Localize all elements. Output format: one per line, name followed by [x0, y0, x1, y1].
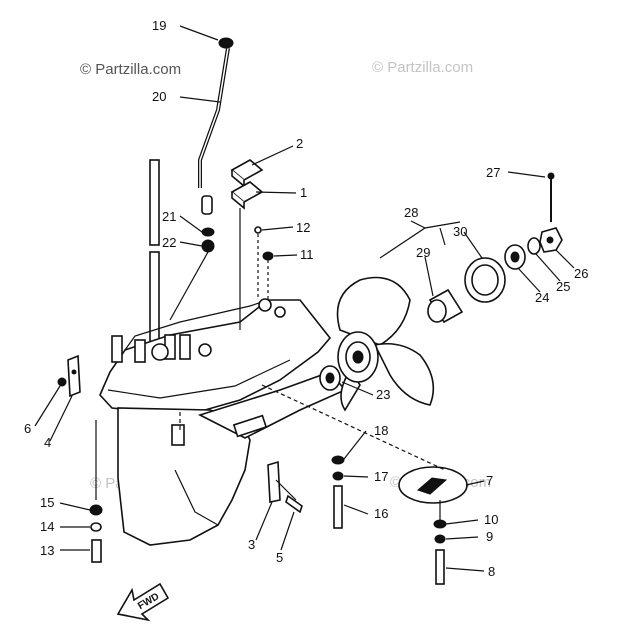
callout-10: 10 — [484, 512, 498, 527]
washer-17 — [332, 471, 344, 481]
callout-13: 13 — [40, 543, 54, 558]
water-tube-grommet-21 — [201, 227, 215, 237]
rubber-mounts — [230, 159, 264, 330]
callout-24: 24 — [535, 290, 549, 305]
callout-15: 15 — [40, 495, 54, 510]
water-tube-grommet — [218, 37, 234, 49]
housing-stud-1 — [111, 335, 123, 363]
callout-16: 16 — [374, 506, 388, 521]
callout-2: 2 — [296, 136, 303, 151]
housing-stud-4 — [179, 334, 191, 360]
bolt-8 — [435, 549, 445, 585]
trim-tab-bolt — [57, 377, 67, 387]
callout-27: 27 — [486, 165, 500, 180]
callout-18: 18 — [374, 423, 388, 438]
callout-7: 7 — [486, 473, 493, 488]
water-tube-seal — [201, 195, 213, 215]
leader-lines — [34, 25, 575, 572]
lower-unit-housing — [99, 159, 347, 546]
bolt-16 — [333, 485, 343, 529]
anode-screw — [285, 494, 303, 514]
callout-6: 6 — [24, 421, 31, 436]
drive-shaft-upper — [149, 159, 160, 246]
callout-12: 12 — [296, 220, 310, 235]
pin-12 — [254, 226, 262, 234]
callout-17: 17 — [374, 469, 388, 484]
watermark-top-left: © Partzilla.com — [80, 61, 181, 78]
water-tube-assembly — [169, 37, 234, 321]
watermark-top-right: © Partzilla.com — [372, 59, 473, 76]
trim-tab — [67, 354, 81, 398]
housing-stud-2 — [134, 339, 146, 363]
callout-3: 3 — [248, 537, 255, 552]
drain-washer-14 — [90, 522, 102, 532]
forward-direction-arrow: FWD — [116, 582, 170, 622]
propeller-blade-right — [373, 342, 435, 406]
washer-10 — [433, 519, 447, 529]
washer-9 — [434, 534, 446, 544]
callout-25: 25 — [556, 279, 570, 294]
callout-29: 29 — [416, 245, 430, 260]
propeller-blade-top — [336, 276, 411, 346]
trim-tab-assembly — [57, 354, 81, 398]
water-tube — [198, 47, 230, 188]
propeller-assembly — [319, 172, 563, 412]
nut-11 — [262, 251, 274, 261]
callout-9: 9 — [486, 529, 493, 544]
washer-25 — [527, 237, 541, 255]
washer-18 — [331, 455, 345, 465]
callout-23: 23 — [376, 387, 390, 402]
cover-plate-assembly — [398, 466, 468, 585]
housing-bolt-assembly — [331, 455, 345, 529]
drain-screw-13 — [91, 539, 102, 563]
callout-19: 19 — [152, 18, 166, 33]
anode-slot — [171, 424, 185, 446]
callout-26: 26 — [574, 266, 588, 281]
anode — [267, 460, 281, 503]
callout-4: 4 — [44, 435, 51, 450]
callout-30: 30 — [453, 224, 467, 239]
housing-water-tube-port — [151, 343, 169, 361]
callout-22: 22 — [162, 235, 176, 250]
callout-11: 11 — [300, 247, 314, 262]
drain-plug-assembly — [89, 420, 103, 563]
anode-assembly — [267, 460, 303, 514]
callout-8: 8 — [488, 564, 495, 579]
callout-labels: 19 20 2 1 21 12 22 11 28 29 30 27 26 25 … — [24, 18, 588, 579]
callout-20: 20 — [152, 89, 166, 104]
callout-28: 28 — [404, 205, 418, 220]
water-tube-seal-22 — [201, 239, 215, 253]
callout-5: 5 — [276, 550, 283, 565]
drain-gasket-15 — [89, 504, 103, 516]
callout-1: 1 — [300, 185, 307, 200]
callout-14: 14 — [40, 519, 54, 534]
callout-21: 21 — [162, 209, 176, 224]
